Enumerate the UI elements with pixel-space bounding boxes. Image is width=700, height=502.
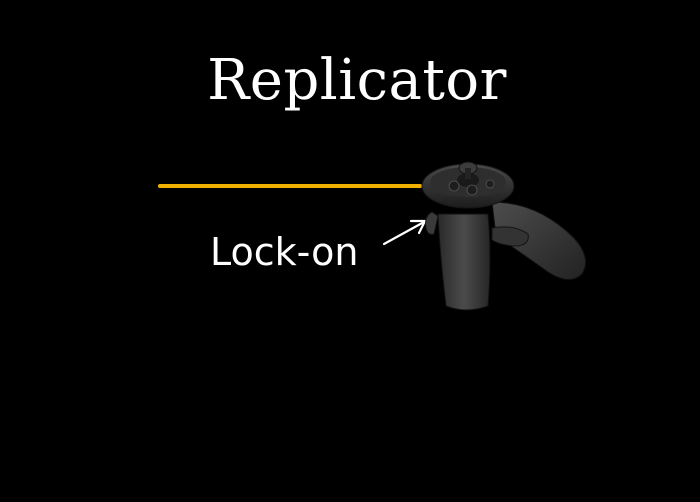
aim-beam [158, 184, 422, 188]
lock-on-label: Lock-on [210, 230, 359, 274]
vr-motion-controller-icon [421, 161, 587, 311]
title: Replicator [207, 48, 507, 113]
pointer-arrow-icon [382, 219, 427, 246]
